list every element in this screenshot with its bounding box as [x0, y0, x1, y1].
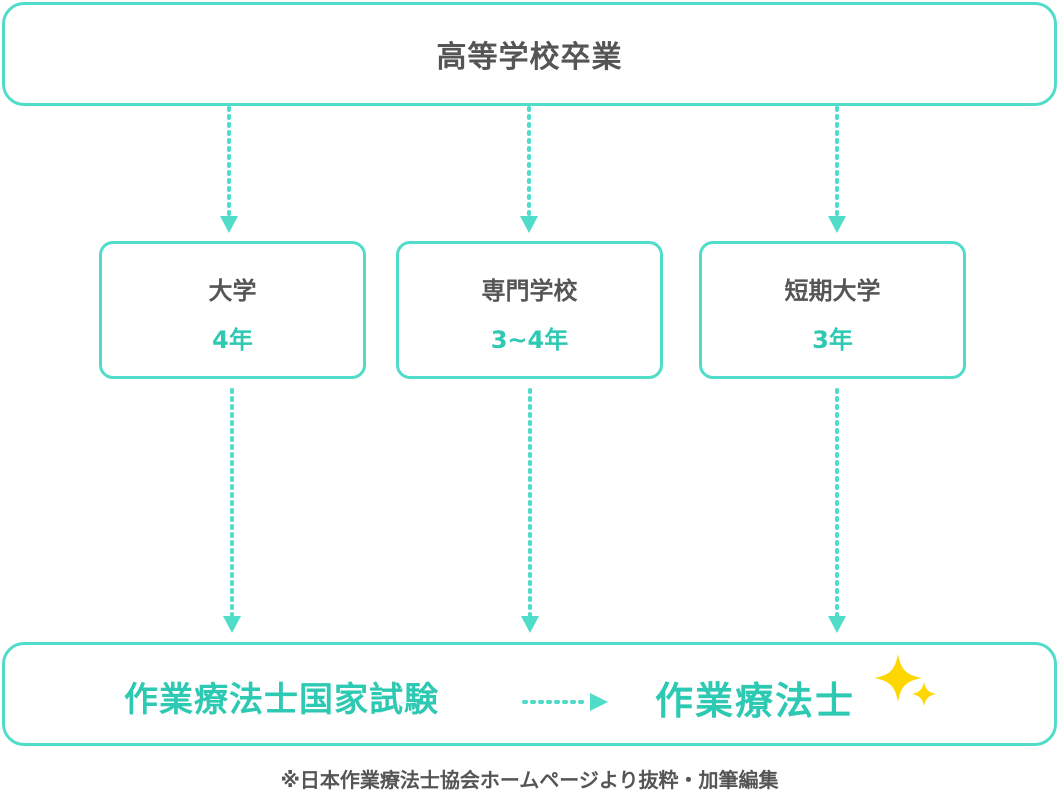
arrow-down-icon — [220, 216, 238, 233]
arrow-down-icon — [521, 616, 539, 633]
junior-college-box: 短期大学 3年 — [699, 241, 966, 379]
arrow-down-icon — [520, 216, 538, 233]
sparkle-icon — [874, 654, 936, 706]
source-footnote: ※日本作業療法士協会ホームページより抜粋・加筆編集 — [280, 768, 779, 792]
connector-senmon-to-exam — [521, 388, 539, 633]
national-exam-label: 作業療法士国家試験 — [124, 680, 439, 720]
connector-top-to-univ — [220, 106, 238, 233]
university-years: 4年 — [212, 326, 253, 354]
high-school-graduation-box: 高等学校卒業 — [2, 2, 1057, 106]
university-box: 大学 4年 — [99, 241, 366, 379]
connector-top-to-senmon — [520, 106, 538, 233]
arrow-down-icon — [828, 216, 846, 233]
arrow-down-icon — [828, 616, 846, 633]
arrow-right-icon — [590, 693, 608, 711]
vocational-school-years: 3~4年 — [490, 326, 569, 354]
connector-univ-to-exam — [223, 388, 241, 633]
high-school-graduation-label: 高等学校卒業 — [436, 40, 623, 75]
junior-college-name: 短期大学 — [784, 277, 881, 305]
junior-college-years: 3年 — [812, 326, 853, 354]
exam-to-result-connector — [522, 693, 608, 711]
connector-tanki-to-exam — [828, 388, 846, 633]
vocational-school-box: 専門学校 3~4年 — [396, 241, 663, 379]
vocational-school-name: 専門学校 — [481, 277, 578, 305]
exam-result-box — [2, 642, 1057, 746]
occupational-therapist-label: 作業療法士 — [655, 679, 856, 723]
connector-top-to-tanki — [828, 106, 846, 233]
university-name: 大学 — [208, 277, 257, 305]
arrow-down-icon — [223, 616, 241, 633]
